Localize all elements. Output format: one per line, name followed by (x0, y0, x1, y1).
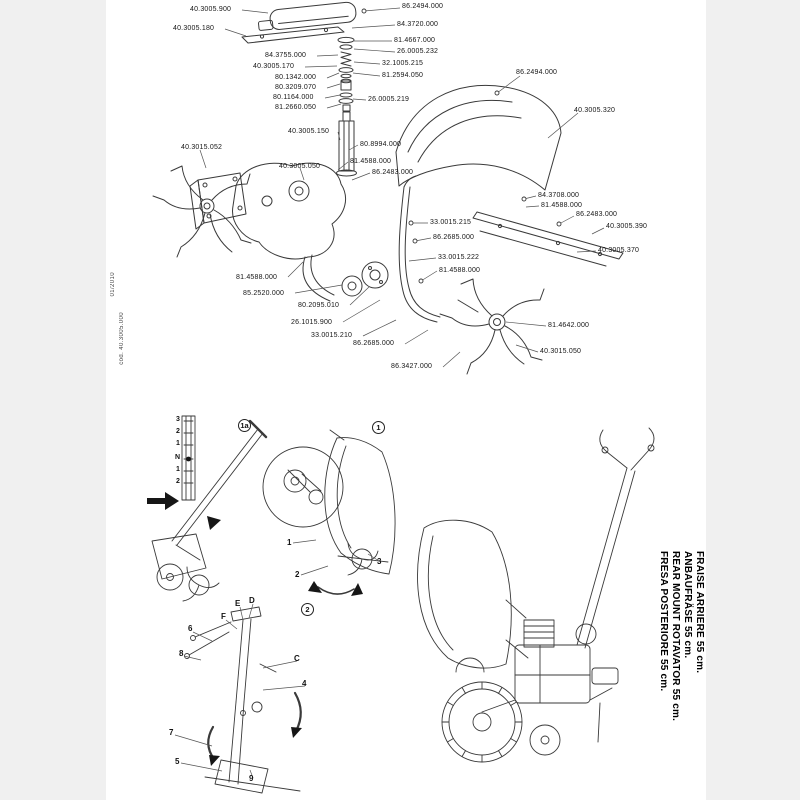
figure-number-badge: 1 (372, 421, 385, 434)
part-number-label: 40.3005.320 (574, 107, 616, 114)
callout-label: E (235, 599, 241, 608)
part-number-label: 80.8994.000 (360, 141, 402, 148)
callout-label: C (294, 654, 300, 663)
part-number-label: 26.0005.219 (368, 96, 410, 103)
part-number-label: 80.1342.000 (275, 74, 317, 81)
part-number-label: 81.4588.000 (236, 274, 278, 281)
callout-label: 8 (179, 649, 184, 658)
part-number-label: 40.3005.180 (173, 25, 215, 32)
callout-label: D (249, 596, 255, 605)
page-margin-right (706, 0, 800, 800)
doc-date-code: 01/2010 (110, 272, 116, 297)
part-number-label: 40.3015.052 (181, 144, 223, 151)
figure-number-badge: 1a (238, 419, 251, 432)
part-number-label: 86.2483.000 (576, 211, 618, 218)
part-number-label: 86.2685.000 (353, 340, 395, 347)
part-number-label: 33.0015.210 (311, 332, 353, 339)
callout-label: 1 (287, 538, 292, 547)
callout-label: 7 (169, 728, 174, 737)
part-number-label: 40.3005.900 (190, 6, 232, 13)
gear-position-label: 3 (176, 416, 180, 423)
callout-label: 2 (295, 570, 300, 579)
part-number-label: 32.1005.215 (382, 60, 424, 67)
gear-position-label: N (175, 454, 181, 461)
page-margin-left (0, 0, 106, 800)
doc-part-code: cod. 40.3005.000 (119, 312, 125, 365)
title-line-italian: FRESA POSTERIORE 55 cm. (658, 551, 669, 692)
part-number-label: 86.2685.000 (433, 234, 475, 241)
part-number-label: 81.2594.050 (382, 72, 424, 79)
title-line-french: FRAISE ARRIERE 55 cm. (694, 551, 705, 674)
callout-label: F (221, 612, 226, 621)
callout-label: 9 (249, 774, 254, 783)
part-number-label: 40.3015.050 (540, 348, 582, 355)
title-block: FRESA POSTERIORE 55 cm. REAR MOUNT ROTAV… (657, 551, 705, 721)
gear-position-label: 2 (176, 428, 180, 435)
part-number-label: 86.2483.000 (372, 169, 414, 176)
part-number-label: 84.3708.000 (538, 192, 580, 199)
part-number-label: 80.2095.010 (298, 302, 340, 309)
part-number-label: 26.1015.900 (291, 319, 333, 326)
part-number-label: 85.2520.000 (243, 290, 285, 297)
gear-position-label: 1 (176, 466, 180, 473)
callout-label: 6 (188, 624, 193, 633)
part-number-label: 40.3005.370 (598, 247, 640, 254)
part-number-label: 33.0015.222 (438, 254, 480, 261)
part-number-label: 86.2494.000 (516, 69, 558, 76)
part-number-label: 86.3427.000 (391, 363, 433, 370)
callout-label: 3 (377, 557, 382, 566)
part-number-label: 40.3005.390 (606, 223, 648, 230)
part-number-label: 84.3755.000 (265, 52, 307, 59)
part-number-label: 40.3005.150 (288, 128, 330, 135)
gear-position-label: 1 (176, 440, 180, 447)
title-line-german: ANBAUFRÄSE 55 cm. (682, 551, 693, 659)
figure-number-badge: 2 (301, 603, 314, 616)
part-number-label: 81.4642.000 (548, 322, 590, 329)
callout-label: 4 (302, 679, 307, 688)
part-number-label: 80.1164.000 (273, 94, 314, 101)
part-number-label: 81.4588.000 (439, 267, 481, 274)
part-number-label: 81.2660.050 (275, 104, 317, 111)
part-number-label: 33.0015.215 (430, 219, 472, 226)
part-number-label: 26.0005.232 (397, 48, 439, 55)
part-number-label: 86.2494.000 (402, 3, 444, 10)
part-number-label: 81.4588.000 (350, 158, 392, 165)
gear-position-label: 2 (176, 478, 180, 485)
part-number-label: 81.4667.000 (394, 37, 436, 44)
part-number-label: 40.3005.170 (253, 63, 295, 70)
title-line-english: REAR MOUNT ROTAVATOR 55 cm. (670, 551, 681, 722)
part-number-label: 81.4588.000 (541, 202, 583, 209)
callout-label: 5 (175, 757, 180, 766)
part-number-label: 84.3720.000 (397, 21, 439, 28)
part-number-label: 40.3005.050 (279, 163, 321, 170)
part-number-label: 80.3209.070 (275, 84, 317, 91)
